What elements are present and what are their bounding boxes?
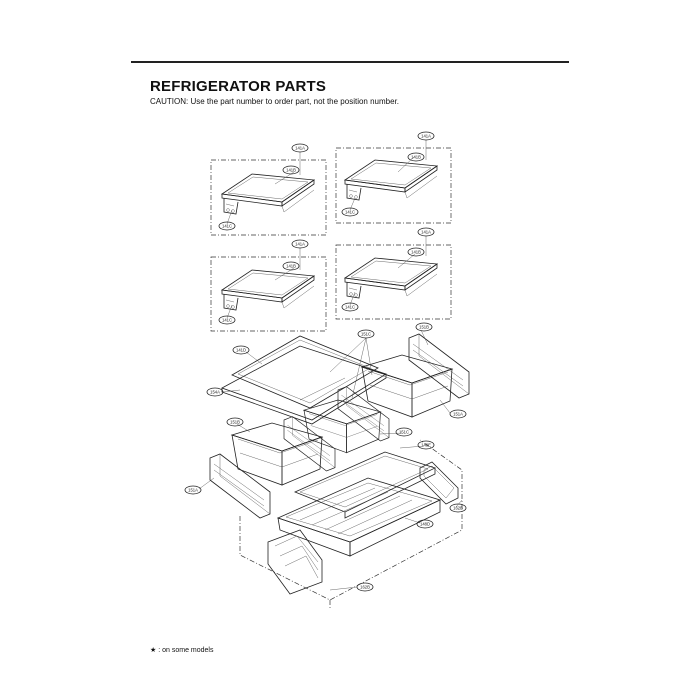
svg-text:162B: 162B <box>360 585 370 590</box>
callout-151C-upper: 151C <box>357 329 375 339</box>
svg-text:141C: 141C <box>222 224 232 229</box>
callout-141B-mid-left: 141B <box>282 261 300 271</box>
crisper-cover <box>221 335 387 425</box>
shelf-assembly-top-left <box>210 159 327 236</box>
callout-151B-upper: 151B <box>415 322 433 332</box>
callout-162B-bottom: 162B <box>356 582 374 592</box>
svg-text:148D: 148D <box>420 522 430 527</box>
tray-frame <box>293 451 437 519</box>
svg-text:141B: 141B <box>286 168 296 173</box>
svg-text:151C: 151C <box>399 430 409 435</box>
svg-text:151A: 151A <box>453 412 463 417</box>
leader-lines <box>198 140 463 591</box>
callout-162B-right: 162B <box>449 503 467 513</box>
callout-151A-left: 151A <box>184 485 202 495</box>
footnote: ★ : on some models <box>150 647 214 654</box>
callout-141C-top-right: 141C <box>341 207 359 217</box>
callout-141A-top-right: 141A <box>417 131 435 141</box>
callout-154A: 154A <box>206 387 224 397</box>
svg-text:151B: 151B <box>230 420 240 425</box>
svg-text:141C: 141C <box>345 210 355 215</box>
svg-text:151A: 151A <box>188 488 198 493</box>
callout-141B-top-left: 141B <box>282 165 300 175</box>
bottom-grille <box>267 529 323 595</box>
svg-text:141D: 141D <box>236 348 246 353</box>
svg-text:151B: 151B <box>419 325 429 330</box>
svg-text:148E: 148E <box>421 443 431 448</box>
callout-151B-left: 151B <box>226 417 244 427</box>
svg-text:141C: 141C <box>345 305 355 310</box>
page-title: REFRIGERATOR PARTS <box>150 78 327 95</box>
svg-text:141B: 141B <box>411 250 421 255</box>
callout-151C-lower: 151C <box>395 427 413 437</box>
side-rail-left <box>209 453 271 519</box>
svg-text:141A: 141A <box>295 242 305 247</box>
callout-141C-mid-left: 141C <box>218 315 236 325</box>
svg-text:141A: 141A <box>421 230 431 235</box>
crisper-drawer-center <box>303 399 381 454</box>
crisper-drawer-left <box>231 422 323 486</box>
callout-141A-mid-right: 141A <box>417 227 435 237</box>
callout-141B-top-right: 141B <box>407 152 425 162</box>
callout-141A-top-left: 141A <box>291 143 309 153</box>
svg-text:151C: 151C <box>361 332 371 337</box>
callout-141C-mid-right: 141C <box>341 302 359 312</box>
side-rail-right <box>408 333 470 399</box>
svg-text:141A: 141A <box>295 146 305 151</box>
svg-text:141B: 141B <box>286 264 296 269</box>
side-cover-right <box>419 461 459 505</box>
callout-148E: 148E <box>417 440 435 450</box>
header-rule <box>131 61 569 63</box>
caution-text: CAUTION: Use the part number to order pa… <box>150 97 400 106</box>
callout-148D: 148D <box>416 519 434 529</box>
svg-text:141C: 141C <box>222 318 232 323</box>
shelf-assembly-mid-left <box>210 256 327 332</box>
side-rail-center <box>283 386 390 472</box>
svg-text:141B: 141B <box>411 155 421 160</box>
callout-141D: 141D <box>232 345 250 355</box>
shelf-assembly-mid-right <box>335 244 452 320</box>
callout-151A-right: 151A <box>449 409 467 419</box>
callout-141C-top-left: 141C <box>218 221 236 231</box>
pantry-drawer <box>276 477 442 557</box>
svg-text:162B: 162B <box>453 506 463 511</box>
crisper-drawer-right <box>361 354 453 418</box>
callout-141B-mid-right: 141B <box>407 247 425 257</box>
svg-text:154A: 154A <box>210 390 220 395</box>
callout-141A-mid-left: 141A <box>291 239 309 249</box>
shelf-assembly-top-right <box>335 147 452 224</box>
svg-text:141A: 141A <box>421 134 431 139</box>
